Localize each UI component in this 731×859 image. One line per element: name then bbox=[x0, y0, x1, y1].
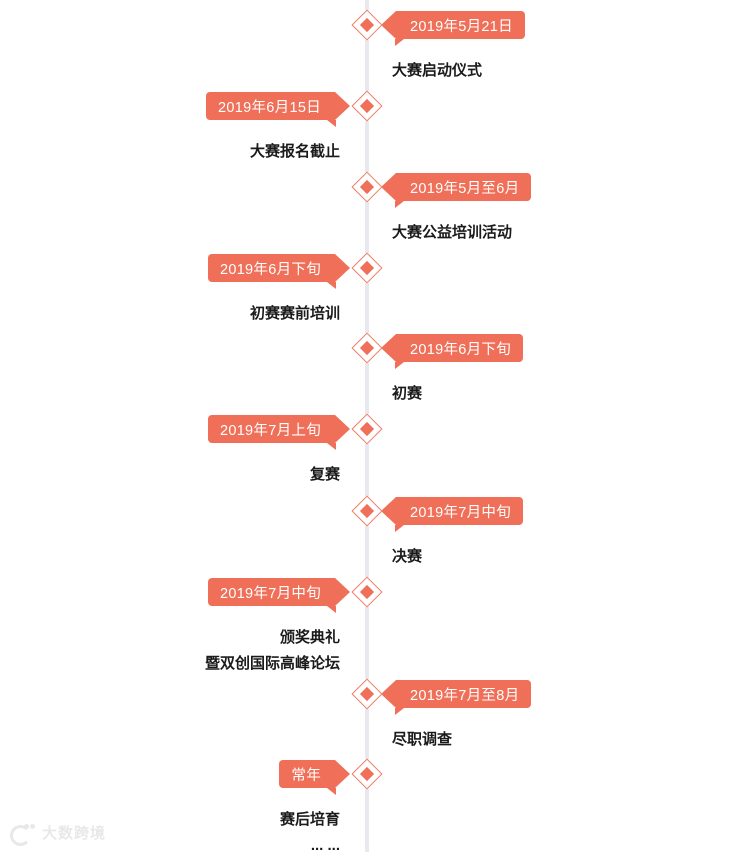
badge-tail-icon bbox=[395, 525, 404, 532]
diamond-marker bbox=[351, 332, 383, 364]
diamond-marker bbox=[351, 413, 383, 445]
timeline-description-line: 尽职调查 bbox=[392, 731, 453, 748]
timeline-date-label: 2019年7月中旬 bbox=[410, 504, 512, 521]
badge-tail-icon bbox=[395, 362, 404, 369]
timeline-description-line: 初赛 bbox=[392, 385, 423, 402]
badge-arrow-icon bbox=[335, 760, 350, 788]
timeline-description-line: 赛后培育 bbox=[279, 811, 340, 828]
diamond-marker bbox=[351, 171, 383, 203]
badge-tail-icon bbox=[395, 708, 404, 715]
timeline-description-line: 初赛赛前培训 bbox=[249, 305, 340, 322]
timeline-axis bbox=[365, 0, 369, 852]
timeline-description: 大赛公益培训活动 bbox=[392, 220, 512, 246]
timeline-description-line: 大赛启动仪式 bbox=[392, 62, 483, 79]
timeline-description-line: 决赛 bbox=[392, 548, 423, 565]
timeline-description: 颁奖典礼暨双创国际高峰论坛 bbox=[205, 625, 340, 677]
badge-arrow-icon bbox=[381, 11, 396, 39]
timeline-description: 初赛 bbox=[392, 381, 422, 407]
timeline-date-label: 2019年5月21日 bbox=[410, 18, 513, 35]
badge-arrow-icon bbox=[381, 497, 396, 525]
timeline-date-label: 常年 bbox=[291, 767, 321, 784]
timeline-date-label: 2019年7月上旬 bbox=[219, 422, 321, 439]
timeline-date-badge: 2019年6月15日 bbox=[206, 92, 350, 127]
badge-tail-icon bbox=[327, 606, 336, 613]
timeline-date-label: 2019年6月15日 bbox=[218, 99, 321, 116]
timeline-date-badge: 2019年5月21日 bbox=[381, 11, 525, 46]
badge-arrow-icon bbox=[335, 415, 350, 443]
timeline-description-line: 复赛 bbox=[309, 466, 340, 483]
timeline-date-badge: 2019年7月至8月 bbox=[381, 680, 532, 715]
badge-tail-icon bbox=[395, 39, 404, 46]
diamond-marker bbox=[351, 678, 383, 710]
timeline-description: 大赛启动仪式 bbox=[392, 58, 482, 84]
diamond-marker bbox=[351, 90, 383, 122]
timeline-description-line: 颁奖典礼 bbox=[279, 629, 340, 646]
timeline-date-badge: 常年 bbox=[279, 760, 350, 795]
diamond-marker bbox=[351, 495, 383, 527]
badge-arrow-icon bbox=[381, 334, 396, 362]
timeline-description: 大赛报名截止 bbox=[250, 139, 340, 165]
timeline-description-line: 大赛报名截止 bbox=[249, 143, 340, 160]
badge-arrow-icon bbox=[335, 578, 350, 606]
timeline-description: 初赛赛前培训 bbox=[250, 301, 340, 327]
badge-arrow-icon bbox=[335, 92, 350, 120]
badge-tail-icon bbox=[327, 443, 336, 450]
watermark-text: 大数跨境 bbox=[42, 825, 107, 842]
badge-arrow-icon bbox=[381, 680, 396, 708]
watermark-logo-icon bbox=[10, 823, 36, 846]
timeline-date-badge: 2019年7月中旬 bbox=[207, 578, 350, 613]
timeline-date-label: 2019年7月至8月 bbox=[410, 687, 520, 704]
timeline-description: 复赛 bbox=[310, 462, 340, 488]
timeline-description: 决赛 bbox=[392, 544, 422, 570]
timeline-description-line: 暨双创国际高峰论坛 bbox=[204, 655, 340, 672]
timeline-description-line: 大赛公益培训活动 bbox=[392, 224, 513, 241]
badge-tail-icon bbox=[327, 282, 336, 289]
timeline-date-badge: 2019年6月下旬 bbox=[207, 254, 350, 289]
timeline-description: 赛后培育 ... ... bbox=[280, 807, 340, 859]
timeline-date-label: 2019年6月下旬 bbox=[410, 341, 512, 358]
timeline-description-line: ... ... bbox=[310, 837, 340, 854]
badge-tail-icon bbox=[327, 788, 336, 795]
timeline-date-label: 2019年6月下旬 bbox=[219, 261, 321, 278]
badge-arrow-icon bbox=[335, 254, 350, 282]
badge-tail-icon bbox=[327, 120, 336, 127]
timeline-date-label: 2019年5月至6月 bbox=[410, 180, 520, 197]
timeline-date-badge: 2019年7月上旬 bbox=[207, 415, 350, 450]
timeline-description: 尽职调查 bbox=[392, 727, 452, 753]
diamond-marker bbox=[351, 252, 383, 284]
timeline-date-badge: 2019年7月中旬 bbox=[381, 497, 524, 532]
diamond-marker bbox=[351, 758, 383, 790]
watermark: 大数跨境 bbox=[10, 822, 107, 846]
timeline-date-badge: 2019年5月至6月 bbox=[381, 173, 532, 208]
badge-arrow-icon bbox=[381, 173, 396, 201]
timeline-date-label: 2019年7月中旬 bbox=[219, 585, 321, 602]
diamond-marker bbox=[351, 9, 383, 41]
timeline-date-badge: 2019年6月下旬 bbox=[381, 334, 524, 369]
badge-tail-icon bbox=[395, 201, 404, 208]
diamond-marker bbox=[351, 576, 383, 608]
